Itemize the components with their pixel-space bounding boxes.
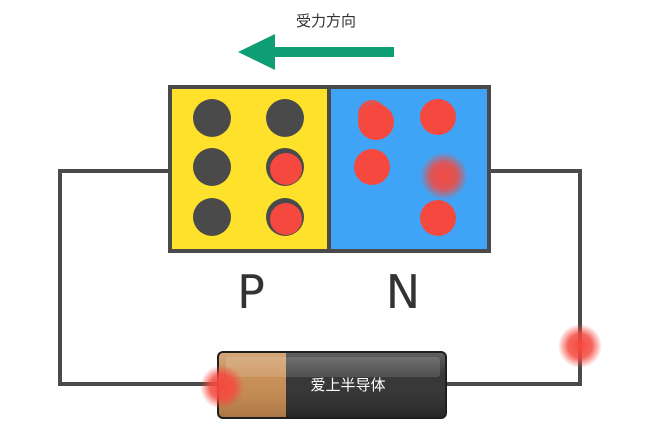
wire-electron	[200, 365, 244, 409]
electron-particle	[420, 99, 456, 135]
electron-in-hole	[266, 148, 304, 186]
hole-particle	[266, 99, 304, 137]
wire-electron	[558, 324, 602, 368]
electron-particle	[358, 100, 386, 128]
force-direction-label: 受力方向	[296, 12, 356, 30]
p-region-label: P	[237, 265, 265, 319]
battery: 爱上半导体	[217, 351, 447, 419]
hole-particle	[193, 99, 231, 137]
electron-moving	[420, 152, 468, 200]
battery-label: 爱上半导体	[310, 376, 385, 394]
electron-particle	[354, 149, 390, 185]
hole-particle	[193, 198, 231, 236]
electron-in-hole	[266, 198, 304, 236]
n-region-label: N	[386, 265, 420, 319]
hole-particle	[193, 148, 231, 186]
electron-particle	[420, 200, 456, 236]
circuit-wire	[58, 169, 582, 386]
force-direction-arrow	[238, 34, 394, 70]
